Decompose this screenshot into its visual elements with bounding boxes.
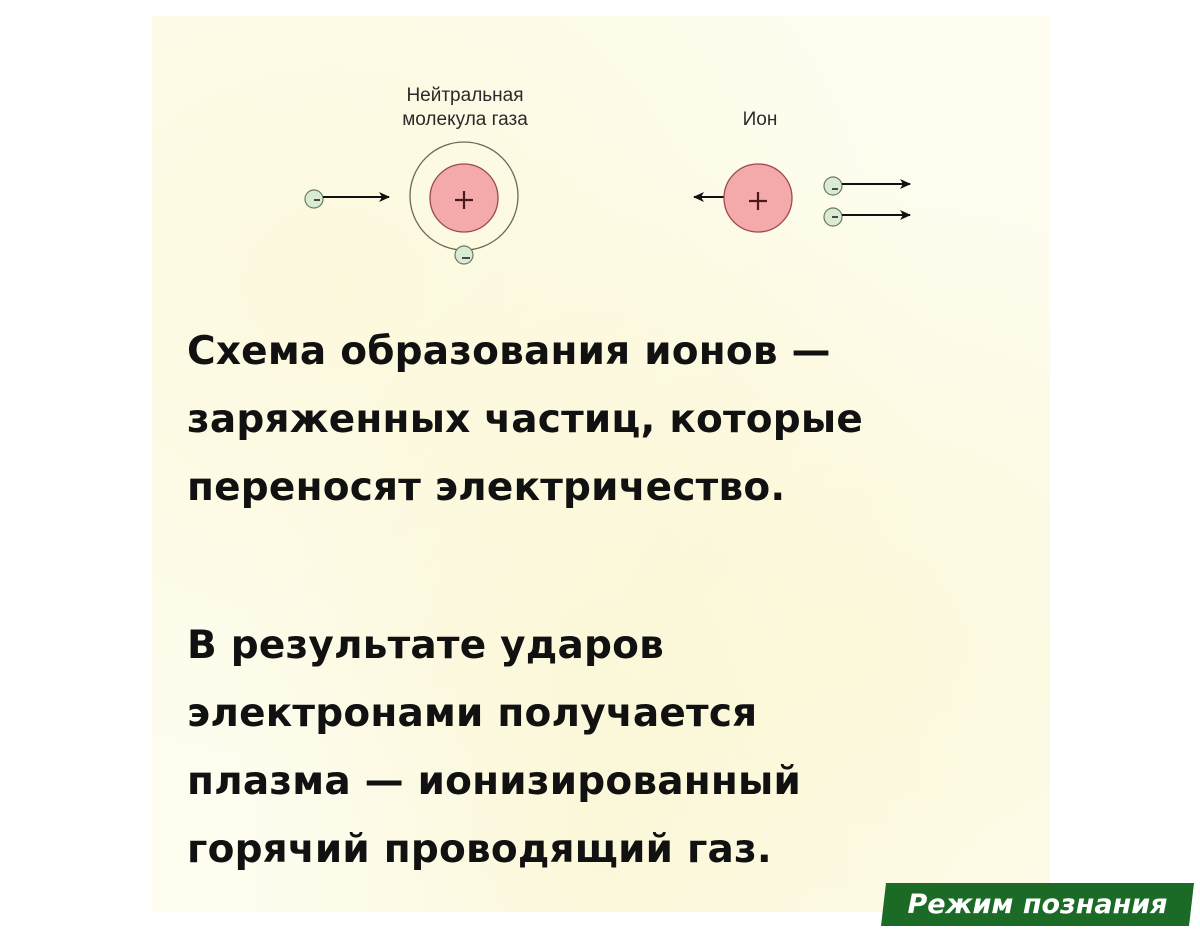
ejected-electron-2-icon	[823, 207, 843, 227]
caption-line: переносят электричество.	[187, 465, 786, 510]
caption-line: В результате ударов	[187, 623, 664, 668]
caption-paragraph-1: Схема образования ионов — заряженных час…	[187, 318, 863, 522]
orbit-electron-icon	[454, 245, 474, 265]
caption-line: плазма — ионизированный	[187, 759, 802, 804]
neutral-label-line1: Нейтральная	[406, 85, 524, 106]
neutral-nucleus-icon	[429, 163, 499, 233]
ionization-diagram	[304, 141, 911, 265]
caption-paragraph-2: В результате ударов электронами получает…	[187, 612, 801, 884]
caption-line: электронами получается	[187, 691, 758, 736]
ejected-electron-1-icon	[823, 176, 843, 196]
caption-line: Схема образования ионов —	[187, 329, 831, 374]
ion-label: Ион	[742, 109, 778, 130]
ion-nucleus-icon	[723, 163, 793, 233]
neutral-label-line2: молекула газа	[402, 109, 528, 130]
incoming-electron-icon	[304, 189, 324, 209]
caption-line: горячий проводящий газ.	[187, 827, 772, 872]
brand-badge: Режим познания	[881, 883, 1194, 926]
caption-line: заряженных частиц, которые	[187, 397, 864, 442]
neutral-molecule-label: Нейтральная молекула газа	[360, 84, 570, 132]
background-panel	[152, 16, 1050, 912]
